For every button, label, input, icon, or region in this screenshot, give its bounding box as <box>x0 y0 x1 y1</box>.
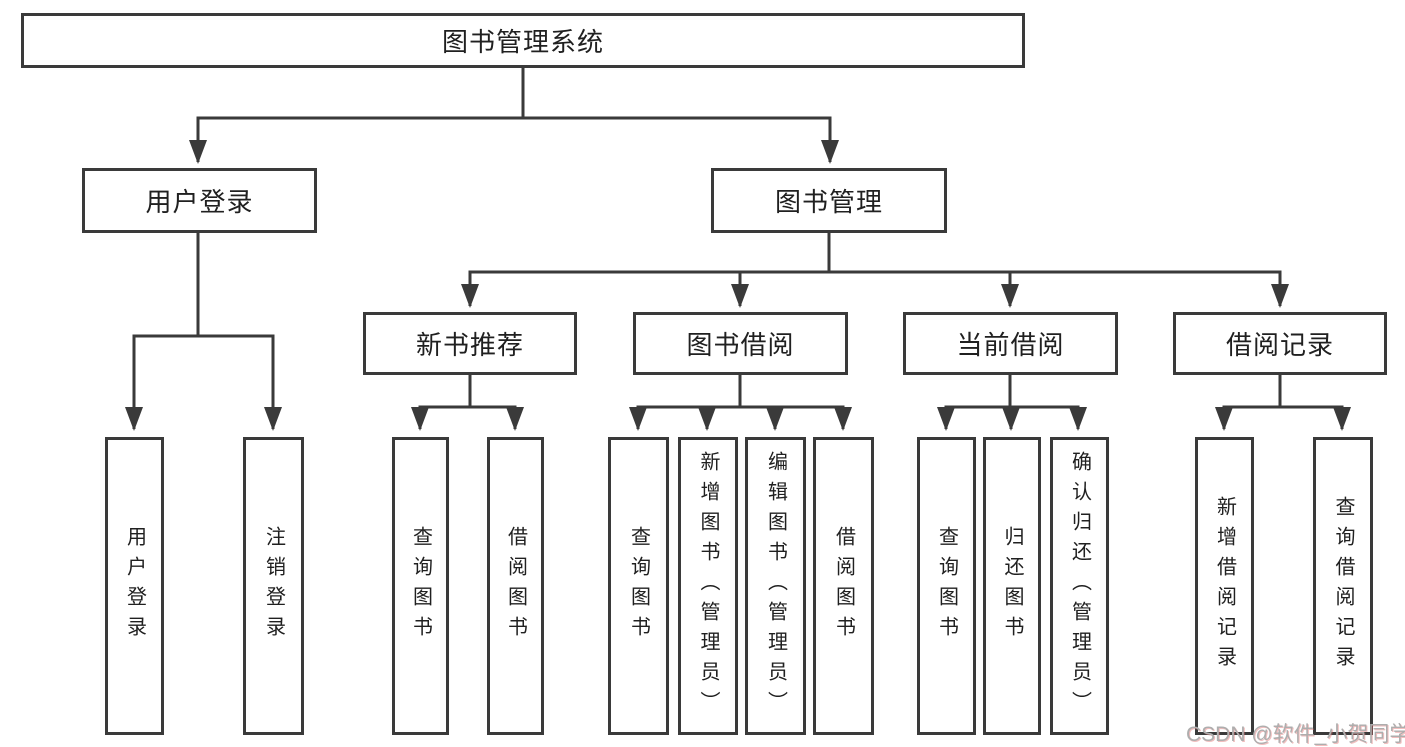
leaf-borrow-query-books: 查询图书 <box>608 437 669 735</box>
leaf-recommend-borrow-books: 借阅图书 <box>487 437 544 735</box>
connector-current-borrow-branch <box>944 373 1080 409</box>
leaf-records-add-record: 新增借阅记录 <box>1195 437 1254 735</box>
node-borrow-records: 借阅记录 <box>1173 312 1387 375</box>
leaf-recommend-query-books-label: 查询图书 <box>409 526 432 646</box>
leaf-borrow-query-books-label: 查询图书 <box>627 526 650 646</box>
leaf-records-add-record-label: 新增借阅记录 <box>1213 496 1236 676</box>
leaf-current-confirm-return-admin: 确认归还（管理员） <box>1050 437 1109 735</box>
leaf-borrow-borrow-books-label: 借阅图书 <box>832 526 855 646</box>
leaf-current-confirm-return-admin-label: 确认归还（管理员） <box>1068 451 1091 721</box>
leaf-borrow-add-books-admin-label: 新增图书（管理员） <box>697 451 719 721</box>
node-root-label: 图书管理系统 <box>441 27 604 57</box>
node-book-management: 图书管理 <box>711 168 947 233</box>
leaf-logout-login-label: 注销登录 <box>262 526 285 646</box>
node-new-book-recommend: 新书推荐 <box>363 312 577 375</box>
connector-user-login-branch <box>132 231 275 338</box>
node-user-login-label: 用户登录 <box>145 187 254 217</box>
node-root: 图书管理系统 <box>21 13 1025 68</box>
leaf-borrow-borrow-books: 借阅图书 <box>813 437 874 735</box>
leaf-records-query-record-label: 查询借阅记录 <box>1332 496 1354 676</box>
leaf-borrow-edit-books-admin: 编辑图书（管理员） <box>745 437 806 735</box>
node-new-book-recommend-label: 新书推荐 <box>415 330 524 360</box>
leaf-logout-login: 注销登录 <box>243 437 304 735</box>
leaf-recommend-borrow-books-label: 借阅图书 <box>504 526 527 646</box>
leaf-current-query-books: 查询图书 <box>917 437 976 735</box>
leaf-user-login-label: 用户登录 <box>123 526 146 646</box>
node-book-borrow: 图书借阅 <box>633 312 848 375</box>
leaf-borrow-edit-books-admin-label: 编辑图书（管理员） <box>764 451 787 721</box>
node-book-borrow-label: 图书借阅 <box>686 330 795 360</box>
leaf-borrow-add-books-admin: 新增图书（管理员） <box>678 437 738 735</box>
leaf-current-query-books-label: 查询图书 <box>935 526 958 646</box>
connector-root-branch <box>196 66 832 120</box>
node-borrow-records-label: 借阅记录 <box>1225 330 1334 360</box>
csdn-watermark: CSDN @软件_小贺同学 <box>1186 723 1405 746</box>
connector-book-borrow-branch <box>636 373 845 409</box>
node-user-login: 用户登录 <box>82 168 317 233</box>
connector-borrow-records-branch <box>1222 373 1344 409</box>
leaf-user-login: 用户登录 <box>105 437 164 735</box>
connector-new-book-recommend-branch <box>418 373 517 409</box>
node-current-borrow-label: 当前借阅 <box>956 330 1065 360</box>
leaf-records-query-record: 查询借阅记录 <box>1313 437 1373 735</box>
connector-book-management-branch <box>468 231 1282 274</box>
leaf-current-return-books: 归还图书 <box>983 437 1041 735</box>
leaf-current-return-books-label: 归还图书 <box>1001 526 1023 646</box>
node-current-borrow: 当前借阅 <box>903 312 1118 375</box>
node-book-management-label: 图书管理 <box>774 187 883 217</box>
leaf-recommend-query-books: 查询图书 <box>392 437 449 735</box>
